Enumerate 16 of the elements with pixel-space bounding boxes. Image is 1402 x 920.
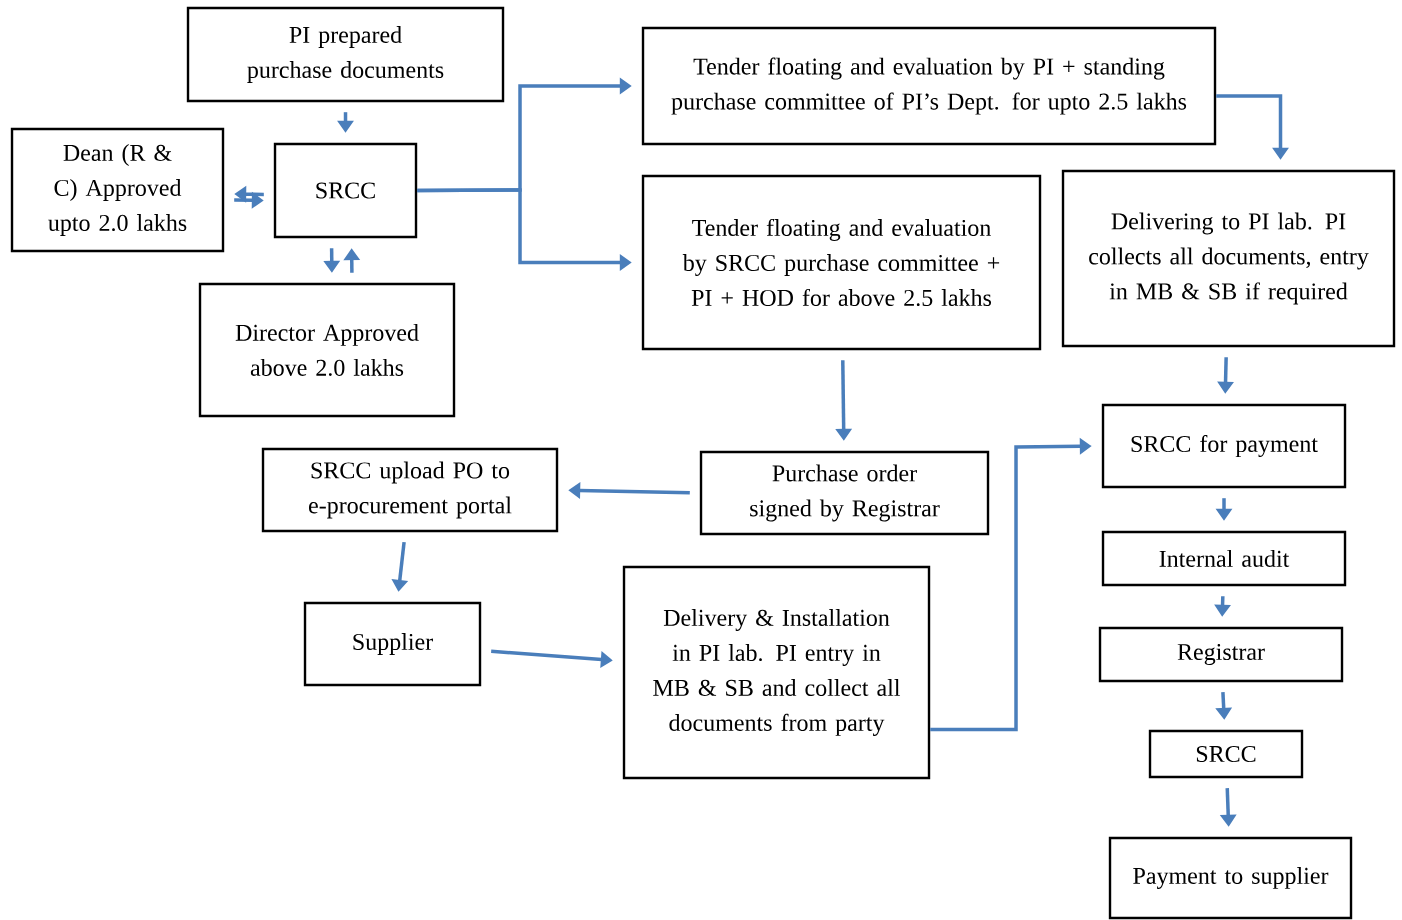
process-box: Dean (R & C) Approved upto 2.0 lakhs [10, 127, 225, 253]
process-box: SRCC [273, 142, 418, 239]
process-box: SRCC upload PO to e-procurement portal [261, 447, 559, 533]
process-box: Delivery & Installation in PI lab. PI entry in MB & SB and collect all documents from party [622, 565, 931, 780]
process-box: Delivering to PI lab. PI collects all documents, entry in MB & SB if required [1061, 169, 1396, 348]
process-box: SRCC [1148, 729, 1304, 779]
process-box: Payment to supplier [1108, 836, 1353, 920]
process-box: Registrar [1098, 626, 1344, 683]
process-box: Tender floating and evaluation by SRCC purchase committee + PI + HOD for above 2.5 lakhs [641, 174, 1042, 351]
process-box: Director Approved above 2.0 lakhs [198, 282, 456, 418]
process-box: Tender floating and evaluation by PI + standing purchase committee of PI’s Dept. for upto 2.5 lakhs [641, 26, 1217, 146]
process-box: Supplier [303, 601, 482, 687]
process-box: Internal audit [1101, 530, 1347, 587]
process-box: Purchase order signed by Registrar [699, 450, 990, 536]
process-box: PI prepared purchase documents [186, 6, 505, 103]
process-box: SRCC for payment [1101, 403, 1347, 489]
